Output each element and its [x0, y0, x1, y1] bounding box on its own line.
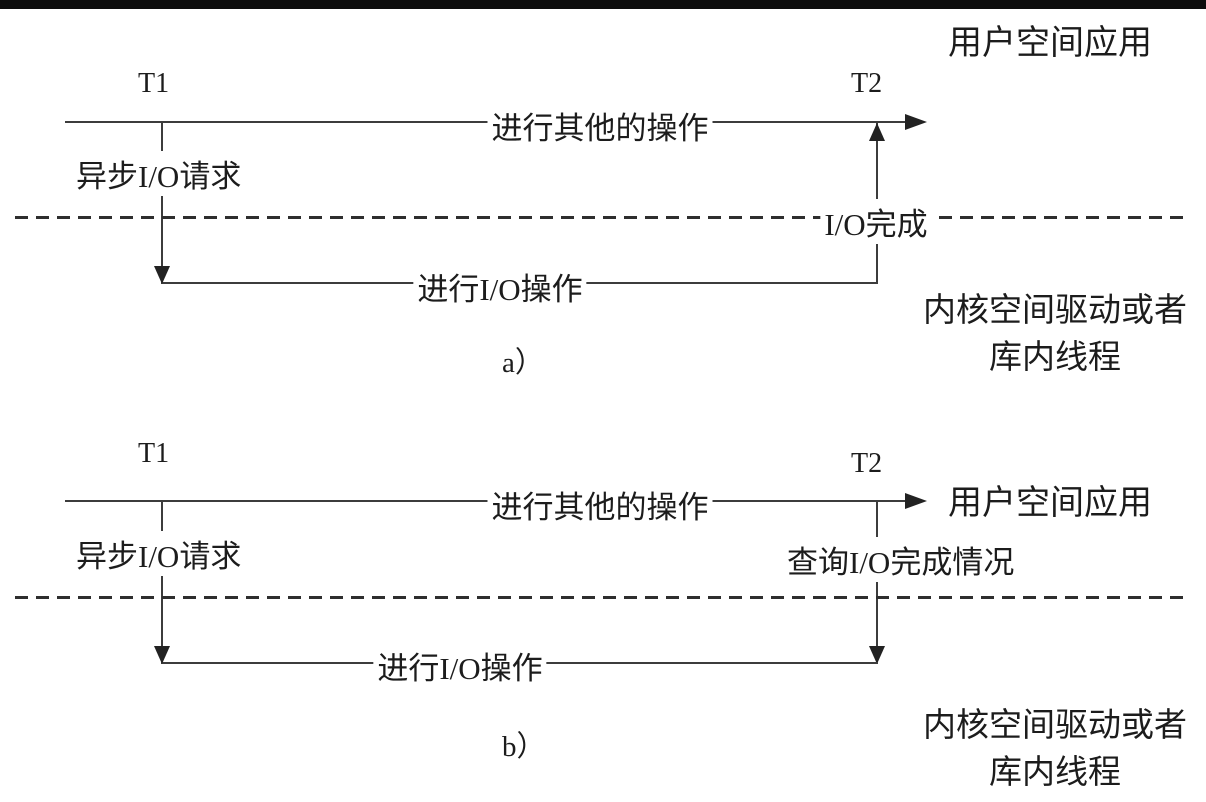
- a-io-complete-label: I/O完成: [820, 199, 932, 244]
- a-user-kernel-boundary-dashed-line: [15, 216, 1191, 219]
- b-kernel-space-label-line2: 库内线程: [989, 755, 1121, 791]
- a-io-complete-arrowhead-icon: [869, 123, 885, 141]
- b-async-request-arrow-line: [161, 500, 163, 664]
- b-other-operations-label: 进行其他的操作: [487, 482, 713, 527]
- b-io-operation-label: 进行I/O操作: [373, 643, 547, 688]
- a-async-io-request-label: 异步I/O请求: [72, 151, 246, 196]
- page-top-rule: [0, 0, 1206, 9]
- b-time-t2-label: T2: [851, 448, 883, 479]
- b-query-completion-arrow-line: [876, 500, 878, 664]
- b-time-t1-label: T1: [138, 438, 170, 469]
- b-query-io-completion-label: 查询I/O完成情况: [783, 537, 1019, 582]
- b-caption: b）: [502, 731, 546, 763]
- a-kernel-space-label-line1: 内核空间驱动或者: [923, 293, 1187, 329]
- a-kernel-space-label-line2: 库内线程: [989, 340, 1121, 376]
- a-user-space-label: 用户空间应用: [948, 25, 1152, 62]
- a-time-t2-label: T2: [851, 68, 883, 99]
- b-kernel-space-label-line1: 内核空间驱动或者: [923, 708, 1187, 744]
- a-user-timeline-arrowhead-icon: [905, 114, 927, 130]
- b-query-completion-arrowhead-icon: [869, 646, 885, 664]
- b-async-io-request-label: 异步I/O请求: [72, 531, 246, 576]
- b-user-space-label: 用户空间应用: [948, 485, 1152, 522]
- a-kernel-space-label: 内核空间驱动或者 库内线程: [910, 288, 1200, 382]
- b-user-timeline-arrowhead-icon: [905, 493, 927, 509]
- a-async-request-arrow-line: [161, 121, 163, 284]
- b-async-request-arrowhead-icon: [154, 646, 170, 664]
- b-kernel-space-label: 内核空间驱动或者 库内线程: [910, 703, 1200, 797]
- a-other-operations-label: 进行其他的操作: [487, 103, 713, 148]
- a-io-operation-label: 进行I/O操作: [413, 264, 587, 309]
- b-user-kernel-boundary-dashed-line: [15, 596, 1191, 599]
- a-time-t1-label: T1: [138, 68, 170, 99]
- a-async-request-arrowhead-icon: [154, 266, 170, 284]
- a-caption: a）: [502, 347, 544, 379]
